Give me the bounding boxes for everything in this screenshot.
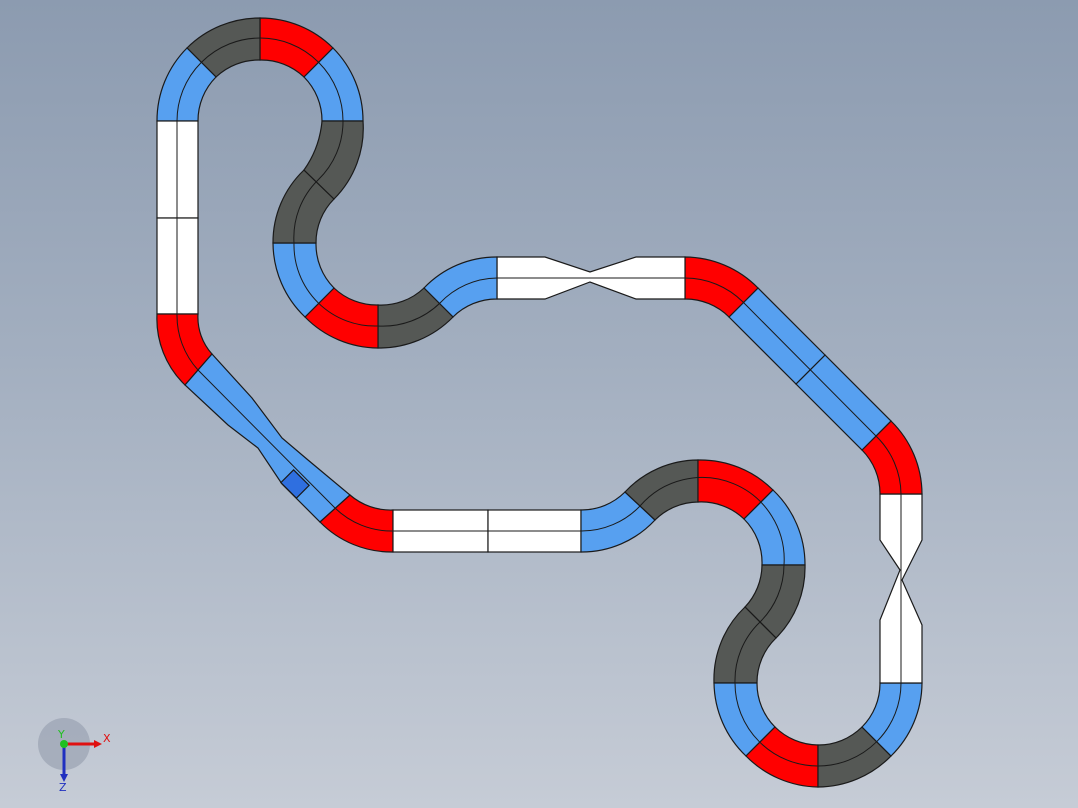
lane-dividers [176,37,902,767]
z-axis-arrowhead [60,774,68,782]
track-segment-white [156,120,199,219]
x-axis-label: X [103,732,111,745]
z-axis-label: Z [59,781,67,794]
track-segment-blue-dark [280,469,310,499]
track-segment-dark [713,606,777,684]
axis-triad: X Y Z [38,718,111,794]
y-axis-label: Y [57,728,65,741]
track-crossover [184,353,351,523]
x-axis-arrowhead [94,740,102,748]
race-track [156,17,923,788]
y-axis-dot [60,740,68,748]
track-segment-white [156,217,199,315]
